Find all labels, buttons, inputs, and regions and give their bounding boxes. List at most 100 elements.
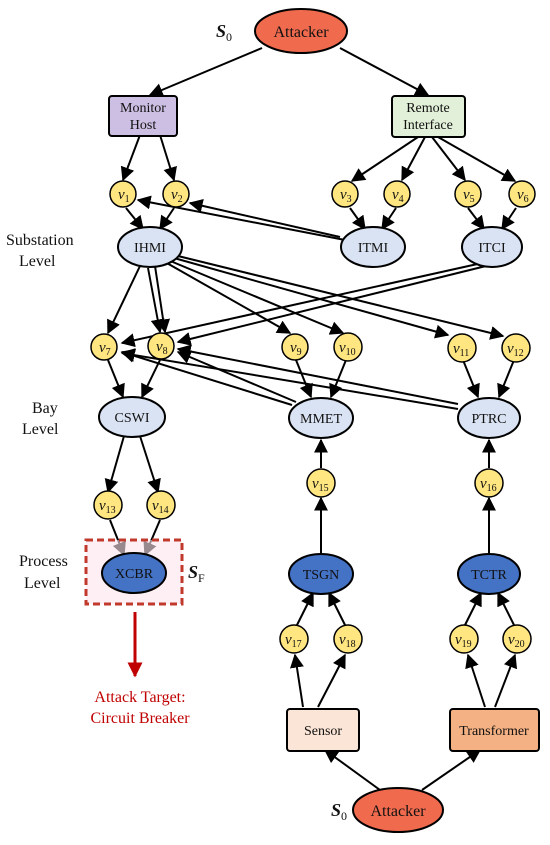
vuln-v10: v10	[333, 332, 363, 362]
sensor-label: Sensor	[304, 724, 342, 739]
vuln-v7-circle	[90, 333, 118, 361]
edge-cswi-v13	[104, 435, 125, 494]
substation-level-label-1: Substation	[6, 232, 74, 249]
vuln-v6: v6	[508, 180, 536, 208]
vuln-v3-label: v3	[340, 187, 352, 205]
edge-cswi-v14	[139, 435, 161, 494]
edge-attacker-to-monitor	[148, 47, 263, 97]
vuln-v2-label: v2	[171, 187, 183, 205]
vuln-v19: v19	[449, 624, 479, 654]
mmet-ellipse	[288, 397, 354, 439]
edge-ihmi-v8a	[147, 267, 165, 334]
tctr-label: TCTR	[471, 568, 507, 583]
monitor-host-node: Monitor Host	[108, 95, 178, 137]
vuln-v12-circle	[501, 333, 531, 363]
cswi-label: CSWI	[115, 411, 150, 426]
vuln-v17-label: v17	[285, 632, 302, 650]
vuln-v11-label: v11	[453, 341, 469, 359]
edge-monitor-v2	[159, 134, 177, 182]
remote-interface-box	[391, 95, 466, 138]
ihmi-ellipse	[117, 226, 183, 268]
edge-v12-ptrc	[497, 359, 515, 399]
vuln-v1-label: v1	[118, 187, 130, 205]
vuln-v15: v15	[306, 468, 336, 498]
edge-mmet-v7	[120, 349, 293, 406]
vuln-v19-label: v19	[455, 632, 472, 650]
attacker-bottom-node: Attacker	[352, 787, 444, 833]
vuln-v18: v18	[333, 624, 363, 654]
edge-itci-v7	[120, 262, 483, 348]
itci-ellipse	[461, 226, 523, 268]
vuln-v6-label: v6	[517, 187, 529, 205]
substation-level-label-2: Level	[19, 253, 56, 270]
edge-ihmi-v10	[167, 259, 345, 335]
remote-interface-line1: Remote	[406, 101, 450, 116]
itci-label: ITCI	[478, 241, 506, 256]
vuln-v17-circle	[279, 624, 309, 654]
vuln-v1: v1	[109, 180, 137, 208]
vuln-v16: v16	[474, 468, 504, 498]
ihmi-label: IHMI	[134, 241, 166, 256]
vuln-v1-circle	[109, 180, 137, 208]
vuln-v3: v3	[331, 180, 359, 208]
edge-v18-tsgn	[328, 591, 346, 626]
edge-v7-cswi	[107, 359, 125, 399]
final-state-label: SF	[188, 562, 205, 585]
tsgn-node: TSGN	[288, 553, 354, 595]
remote-interface-node: Remote Interface	[391, 95, 466, 138]
edge-v5-itci	[467, 207, 485, 231]
edge-ptrc-v8	[176, 344, 459, 405]
xcbr-label: XCBR	[115, 567, 154, 582]
attacker-bottom-label: Attacker	[370, 803, 426, 820]
vuln-v5: v5	[454, 180, 482, 208]
transformer-box	[449, 708, 540, 752]
edge-remote-v6	[437, 136, 517, 182]
vuln-v6-circle	[508, 180, 536, 208]
edge-ihmi-v12	[177, 255, 505, 340]
transformer-label: Transformer	[459, 724, 529, 739]
sensor-box	[286, 708, 360, 752]
monitor-host-box	[108, 95, 178, 137]
edge-v8-cswi	[141, 359, 161, 399]
edge-v17-tsgn	[296, 591, 314, 626]
edge-attacker-to-remote	[339, 47, 430, 96]
vulnerability-layer: v1 v2 v3 v4 v5 v6 v7 v8 v9 v10 v11 v12 v…	[90, 180, 536, 654]
edge-v2-ihmi	[159, 207, 175, 231]
attacker-top-node: Attacker	[254, 8, 348, 54]
edge-ptrc-v7	[120, 348, 459, 410]
ihmi-node: IHMI	[117, 226, 183, 268]
vuln-v17: v17	[279, 624, 309, 654]
vuln-v14-label: v14	[152, 498, 169, 516]
process-level-label-2: Level	[24, 575, 61, 592]
start-state-top: S0	[216, 21, 232, 44]
vuln-v8-circle	[147, 332, 175, 360]
edge-transformer-v20	[494, 653, 518, 708]
vuln-v7-label: v7	[99, 340, 111, 358]
edge-remote-v4	[401, 136, 426, 182]
vuln-v11: v11	[447, 333, 477, 363]
edge-attacker-transformer	[421, 749, 482, 791]
vuln-v3-circle	[331, 180, 359, 208]
itci-node: ITCI	[461, 226, 523, 268]
edge-v4-itmi	[381, 207, 397, 231]
start-state-bottom: S0	[331, 800, 347, 823]
edge-v10-mmet	[329, 359, 347, 399]
edge-itci-v8	[176, 265, 487, 346]
vuln-v18-label: v18	[339, 632, 356, 650]
attacker-bottom-ellipse	[352, 787, 444, 833]
vuln-v5-circle	[454, 180, 482, 208]
edge-attacker-sensor	[323, 749, 381, 791]
edge-v3-itmi	[349, 207, 366, 231]
cswi-node: CSWI	[98, 396, 166, 438]
edge-remote-v5	[431, 136, 466, 182]
itmi-ellipse	[340, 226, 406, 268]
vuln-v4-circle	[383, 180, 411, 208]
vuln-v20-circle	[502, 624, 532, 654]
edge-ihmi-v8b	[154, 265, 171, 334]
vuln-v19-circle	[449, 624, 479, 654]
ptrc-node: PTRC	[457, 397, 521, 439]
edge-ihmi-v7	[107, 265, 141, 335]
edge-monitor-v1	[120, 134, 141, 182]
edge-v1-ihmi	[125, 207, 144, 231]
